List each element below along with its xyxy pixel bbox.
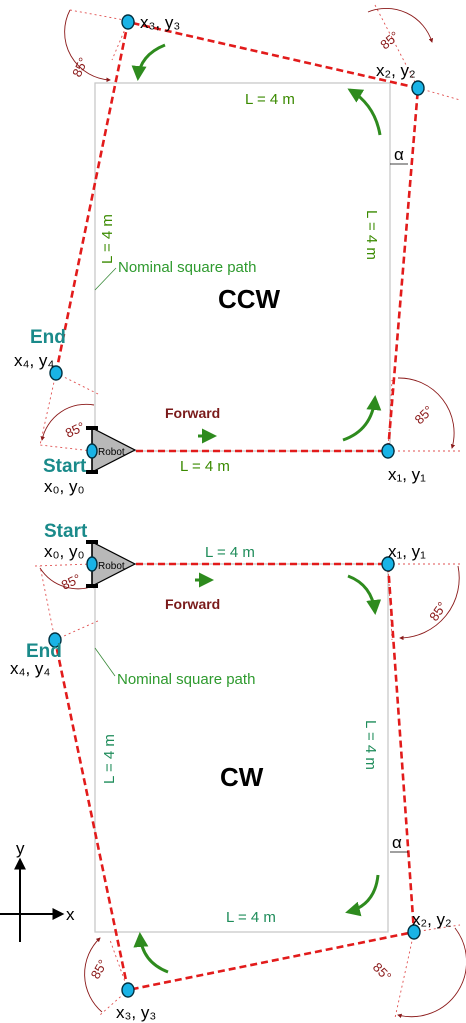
- cw-title: CW: [220, 762, 264, 792]
- ccw-turn-arrow-top-right: [347, 88, 382, 136]
- ccw-nominal-square: [94, 82, 391, 452]
- ccw-point-2-label: x₂, y₂: [376, 61, 416, 80]
- cw-turn-arrow-bottom-left: [133, 932, 169, 974]
- ccw-point-3: [121, 14, 135, 30]
- axis-glyph: y x: [0, 839, 75, 942]
- ccw-point-4-label: x₄, y₄: [14, 351, 54, 370]
- y-axis-label: y: [16, 839, 25, 858]
- cw-diagram: Robot Start End x₀, y₀ x₁, y₁ x₂, y₂ x₃,…: [10, 521, 466, 1022]
- ccw-point-2: [411, 80, 425, 96]
- ccw-side-label-left: L = 4 m: [99, 214, 116, 264]
- ccw-diagram: Robot x₃, y₃ x₂, y₂ x₁, y₁ x₀, y₀ x₄, y₄…: [14, 4, 461, 496]
- ccw-angle-arc-1: [397, 377, 456, 449]
- ccw-point-0: [86, 443, 98, 459]
- cw-nominal-label: Nominal square path: [117, 671, 255, 688]
- cw-end-label: End: [26, 641, 62, 662]
- ccw-turn-arrow-bottom-right: [342, 395, 382, 442]
- cw-side-label-bottom: L = 4 m: [226, 909, 276, 926]
- ccw-title: CCW: [218, 284, 281, 314]
- cw-robot-label: Robot: [98, 561, 125, 572]
- cw-turn-arrow-top-right: [347, 574, 382, 615]
- cw-angle-arc-3: [84, 937, 103, 1013]
- ccw-turn-arrow-top-left: [131, 43, 166, 81]
- ccw-angle-label-1: 85°: [412, 403, 437, 428]
- ccw-end-label: End: [30, 327, 66, 348]
- cw-nominal-square: [94, 563, 389, 933]
- cw-point-3: [121, 982, 135, 998]
- cw-point-0: [86, 556, 98, 572]
- cw-start-label: Start: [44, 521, 88, 542]
- ccw-point-4: [49, 365, 63, 381]
- ccw-side-label-bottom: L = 4 m: [180, 458, 230, 475]
- cw-point-2: [407, 924, 421, 940]
- cw-angle-arc-1: [399, 565, 460, 641]
- ccw-point-1: [381, 443, 395, 459]
- cw-alpha-label: α: [392, 833, 402, 852]
- cw-forward-label: Forward: [165, 596, 220, 612]
- cw-point-0-label: x₀, y₀: [44, 542, 85, 561]
- cw-angle-arc-2: [397, 927, 466, 1019]
- ccw-side-label-right: L = 4 m: [363, 210, 380, 260]
- cw-point-1-label: x₁, y₁: [388, 542, 426, 561]
- ccw-nominal-leader: [94, 267, 117, 291]
- ccw-angle-label-2: 85°: [377, 28, 402, 52]
- cw-angle-label-4: 85°: [59, 571, 83, 593]
- ccw-point-1-label: x₁, y₁: [388, 465, 426, 484]
- cw-angle-label-3: 85°: [88, 957, 111, 982]
- ccw-robot-label: Robot: [98, 447, 125, 458]
- cw-side-label-top: L = 4 m: [205, 544, 255, 561]
- ccw-forward-label: Forward: [165, 405, 220, 421]
- ccw-point-0-label: x₀, y₀: [44, 477, 85, 496]
- ccw-start-label: Start: [43, 456, 87, 477]
- cw-side-label-left: L = 4 m: [101, 734, 118, 784]
- cw-point-4: [48, 632, 62, 648]
- cw-point-1: [381, 556, 395, 572]
- ccw-angle-label-4: 85°: [63, 419, 87, 441]
- cw-angle-label-1: 85°: [426, 599, 450, 624]
- cw-point-2-label: x₂, y₂: [412, 910, 452, 929]
- ccw-nominal-label: Nominal square path: [118, 259, 256, 276]
- x-axis-label: x: [66, 905, 75, 924]
- ccw-angle-arc-3: [64, 9, 111, 83]
- cw-point-3-label: x₃, y₃: [116, 1003, 156, 1022]
- ccw-angle-arc-2: [367, 7, 434, 43]
- ccw-point-3-label: x₃, y₃: [140, 13, 180, 32]
- cw-nominal-leader: [94, 647, 116, 677]
- ccw-side-label-top: L = 4 m: [245, 91, 295, 108]
- cw-angle-label-2: 85°: [370, 960, 395, 985]
- ccw-angle-arc-4: [40, 403, 95, 441]
- cw-turn-arrow-bottom-right: [345, 874, 380, 917]
- ccw-alpha-label: α: [394, 145, 404, 164]
- cw-point-4-label: x₄, y₄: [10, 659, 50, 678]
- cw-side-label-right: L = 4 m: [362, 720, 379, 770]
